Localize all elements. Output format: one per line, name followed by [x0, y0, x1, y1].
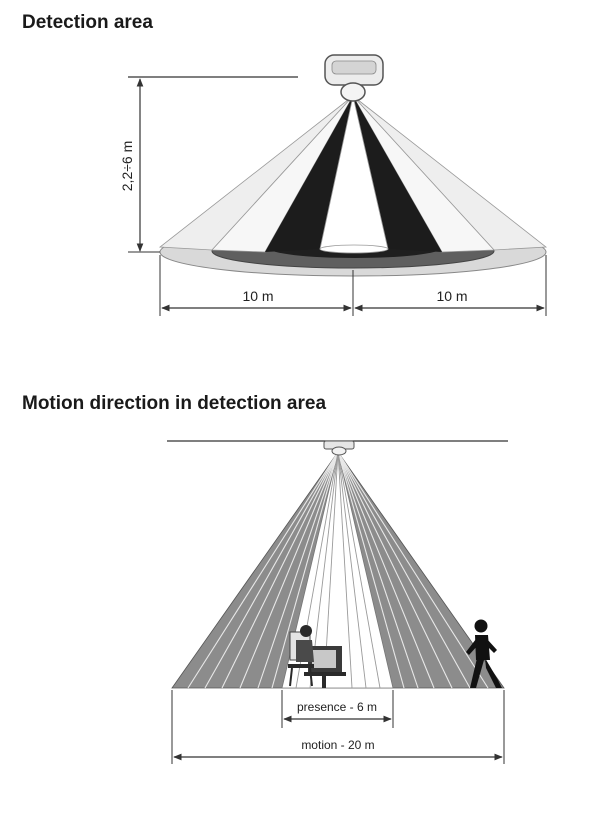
ceiling-sensor-icon — [324, 54, 384, 102]
presence-label: presence - 6 m — [297, 700, 377, 714]
ceiling-sensor-icon-2 — [323, 440, 355, 456]
walking-person-icon — [466, 619, 502, 688]
cone-sector-dark-left — [265, 96, 353, 252]
motion-label: motion - 20 m — [301, 738, 374, 752]
motion-beam-lines — [187, 451, 489, 689]
detection-area-title: Detection area — [22, 12, 153, 33]
height-label: 2,2÷6 m — [119, 141, 135, 191]
left-width-label: 10 m — [242, 288, 273, 304]
motion-direction-title: Motion direction in detection area — [22, 393, 327, 414]
right-width-label: 10 m — [436, 288, 467, 304]
cone-sector-dark-right — [353, 96, 442, 252]
seated-person-icon — [288, 625, 346, 688]
detection-area-diagram: 2,2÷6 m 10 m 10 m — [119, 54, 548, 316]
motion-direction-diagram: presence - 6 m motion - 20 m — [167, 440, 508, 764]
cone-center-base — [319, 244, 389, 254]
